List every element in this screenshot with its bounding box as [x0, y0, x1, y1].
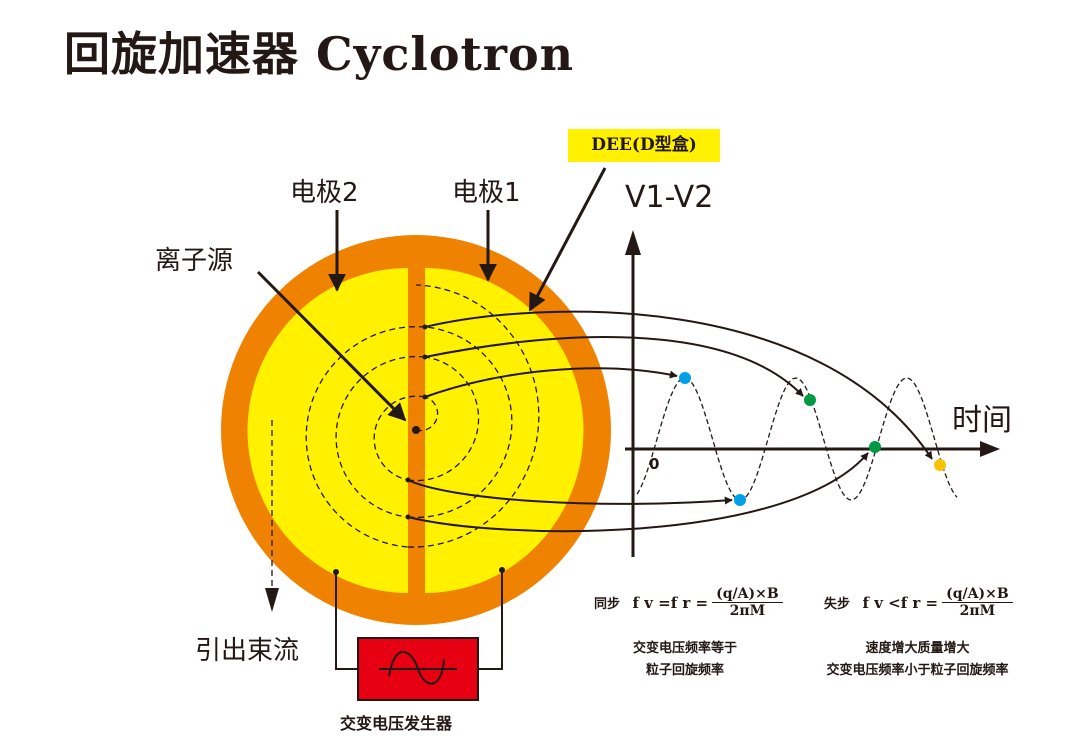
x-axis-label: 时间 — [952, 403, 1012, 438]
sync-note-line: 粒子回旋频率 — [645, 663, 724, 678]
electrode2-label: 电极2 — [290, 178, 359, 208]
wire-left — [335, 572, 358, 670]
drift-point-2 — [869, 441, 881, 453]
async-note: 速度增大质量增大 交变电压频率小于粒子回旋频率 — [800, 638, 1035, 682]
dee-left — [247, 268, 408, 593]
orbit-path-5 — [424, 310, 933, 460]
drift-point-3 — [934, 459, 946, 471]
denominator: 2πM — [729, 603, 766, 619]
page-title: 回旋加速器 Cyclotron — [64, 27, 575, 81]
ac-sine-icon — [379, 651, 457, 685]
origin-label: 0 — [649, 455, 660, 473]
orbit-path-3 — [424, 336, 804, 397]
sync-relation: f v =f r = — [632, 593, 709, 612]
drift-point-1 — [804, 394, 816, 406]
electrode1-label: 电极1 — [452, 178, 521, 208]
sync-point-2 — [734, 494, 746, 506]
async-relation: f v <f r = — [862, 593, 939, 612]
async-note-line: 交变电压频率小于粒子回旋频率 — [826, 663, 1009, 678]
wire-right — [478, 570, 503, 670]
orbit-path-1 — [424, 367, 678, 398]
denominator: 2πM — [959, 603, 996, 619]
sync-note: 交变电压频率等于 粒子回旋频率 — [610, 638, 760, 682]
voltage-sine-wave — [636, 377, 958, 501]
y-axis-label: V1-V2 — [625, 180, 714, 215]
dee-label: DEE(D型盒) — [568, 129, 720, 162]
sync-note-line: 交变电压频率等于 — [632, 641, 737, 656]
dee-arrow — [528, 167, 607, 312]
ion-source-arrow — [256, 270, 407, 422]
sync-name: 同步 — [594, 597, 621, 612]
particle-orbits — [271, 284, 540, 595]
numerator: (q/A)×B — [712, 586, 783, 603]
ion-source-label: 离子源 — [155, 246, 234, 276]
async-name: 失步 — [824, 597, 851, 612]
async-note-line: 速度增大质量增大 — [865, 641, 970, 656]
generator-label: 交变电压发生器 — [340, 714, 453, 733]
beam-out-label: 引出束流 — [195, 636, 300, 666]
sync-point-1 — [679, 372, 691, 384]
numerator: (q/A)×B — [942, 586, 1013, 603]
beam-arrow — [265, 588, 279, 612]
orbit-path-2 — [407, 479, 733, 505]
orbit-path-4 — [407, 452, 869, 533]
